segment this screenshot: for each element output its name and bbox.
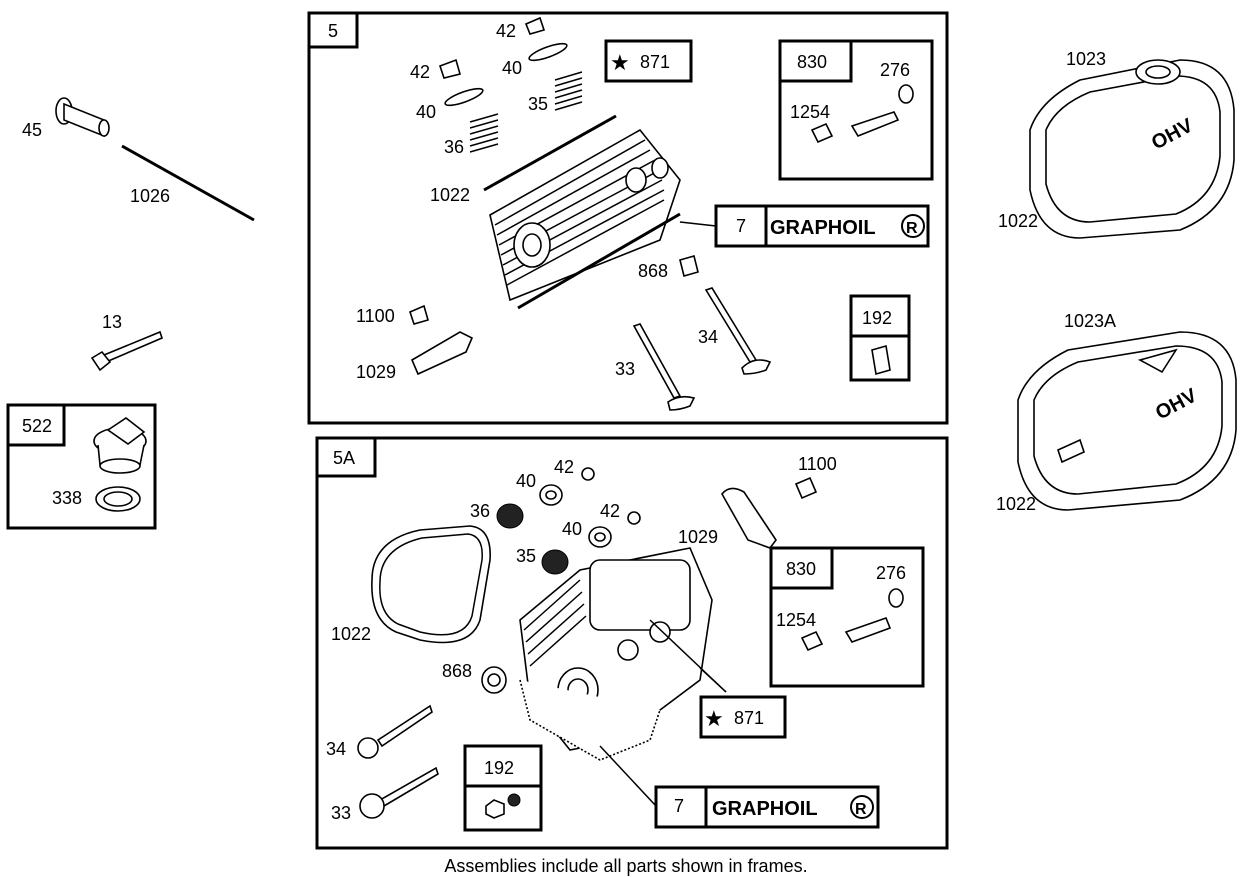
kit-871-number-lower: 871 (734, 708, 764, 728)
label-u35: 35 (528, 94, 548, 114)
label-u33: 33 (615, 359, 635, 379)
label-l34: 34 (326, 739, 346, 759)
label-u1254: 1254 (790, 102, 830, 122)
footer-note: Assemblies include all parts shown in fr… (444, 856, 808, 876)
kit-871-box-lower (699, 695, 787, 739)
label-l40b: 40 (562, 519, 582, 539)
label-u40a: 40 (416, 102, 436, 122)
label-r1022a: 1022 (998, 211, 1038, 231)
valve-cover-1023A: OHV (1017, 331, 1237, 511)
graphoil-label-lower: GRAPHOIL (712, 798, 818, 820)
label-l1029: 1029 (678, 527, 718, 547)
label-l35: 35 (516, 546, 536, 566)
star-icon-lower: ★ (704, 706, 724, 731)
label-u1022: 1022 (430, 185, 470, 205)
cylinder-head-upper (489, 128, 681, 310)
kit-7-graphoil-lower (654, 785, 880, 829)
label-u42a: 42 (410, 62, 430, 82)
label-r1023: 1023 (1066, 49, 1106, 69)
label-l36: 36 (470, 501, 490, 521)
label-l868: 868 (442, 661, 472, 681)
graphoil-label-upper: GRAPHOIL (770, 217, 876, 239)
kit-522-frame: 522 338 (6, 403, 157, 530)
registered-mark-upper: R (906, 220, 918, 237)
kit-830-frame-lower (769, 546, 925, 688)
label-l42b: 42 (600, 501, 620, 521)
label-l42a: 42 (554, 457, 574, 477)
oil-fill-cap (93, 417, 147, 474)
kit-830-number-upper: 830 (797, 52, 827, 72)
kit-192-frame-lower (463, 744, 543, 832)
label-u34: 34 (698, 327, 718, 347)
label-l1022: 1022 (331, 624, 371, 644)
kit-192-number-upper: 192 (862, 308, 892, 328)
valve-spring-35 (554, 71, 583, 111)
kit-7-number-upper: 7 (736, 216, 746, 236)
frame-5: 5 ★ 871 830 276 1254 42 42 40 40 35 36 (307, 11, 949, 425)
label-u42b: 42 (496, 21, 516, 41)
label-l40a: 40 (516, 471, 536, 491)
label-r1022b: 1022 (996, 494, 1036, 514)
label-45: 45 (22, 120, 42, 140)
part-45-dipstick-tube (55, 97, 110, 138)
registered-mark-lower: R (855, 801, 867, 818)
label-u276: 276 (880, 60, 910, 80)
valve-spring-36 (469, 113, 499, 153)
label-l33: 33 (331, 803, 351, 823)
label-u1100: 1100 (356, 306, 395, 326)
kit-192-frame-upper (849, 294, 911, 382)
kit-192-number-lower: 192 (484, 758, 514, 778)
cylinder-head-lower (519, 547, 713, 761)
label-u36: 36 (444, 137, 464, 157)
label-l1100: 1100 (798, 454, 837, 474)
label-l276: 276 (876, 563, 906, 583)
kit-7-number-lower: 7 (674, 796, 684, 816)
label-u1029: 1029 (356, 362, 396, 382)
part-13-bolt (90, 330, 163, 372)
label-338: 338 (52, 488, 82, 508)
star-icon: ★ (610, 50, 630, 75)
frame-5A-tag: 5A (333, 448, 355, 468)
kit-830-number-lower: 830 (786, 559, 816, 579)
kit-7-graphoil-upper (714, 204, 930, 248)
label-1026: 1026 (130, 186, 170, 206)
kit-871-number-upper: 871 (640, 52, 670, 72)
label-13: 13 (102, 312, 122, 332)
part-1026-dipstick-rod (121, 144, 255, 222)
label-r1023A: 1023A (1064, 311, 1116, 331)
frame-5-tag: 5 (328, 21, 338, 41)
label-u868: 868 (638, 261, 668, 281)
frame-5A: 5A 42 40 42 40 36 35 1022 (315, 436, 949, 850)
valve-cover-1023: OHV (1029, 59, 1235, 239)
label-u40b: 40 (502, 58, 522, 78)
label-l1254: 1254 (776, 610, 816, 630)
kit-871-box-upper (604, 39, 693, 83)
kit-830-frame-upper (778, 39, 934, 181)
kit-522-number: 522 (22, 416, 52, 436)
